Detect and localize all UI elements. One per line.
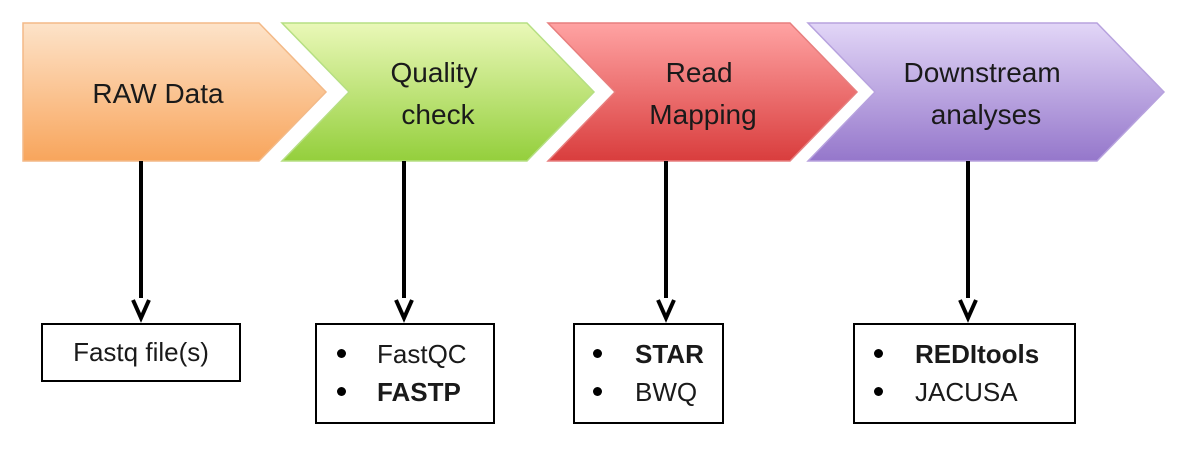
output-mapping-list: STAR BWQ: [575, 325, 722, 411]
list-item: FastQC: [317, 335, 493, 373]
bullet-icon: [337, 349, 346, 358]
output-quality-item-2: FASTP: [377, 377, 461, 407]
arrow-quality-to-output: [394, 161, 414, 323]
stage-quality-check-shape: [280, 22, 596, 162]
bullet-icon: [874, 387, 883, 396]
output-box-mapping: STAR BWQ: [573, 323, 724, 424]
svg-text:RAW Data: RAW Data: [92, 78, 224, 109]
list-item: REDItools: [855, 335, 1074, 373]
bullet-icon: [337, 387, 346, 396]
stage-downstream-analyses-label-line-1: Downstream: [904, 57, 1061, 88]
output-quality-item-1: FastQC: [377, 339, 467, 369]
arrow-downstream-head: [958, 299, 978, 323]
output-raw-text: Fastq file(s): [73, 337, 209, 367]
bullet-icon: [593, 387, 602, 396]
bullet-icon: [874, 349, 883, 358]
svg-text:Downstream analyses: Downstream analyses: [904, 57, 1069, 130]
stage-read-mapping-label-line-1: Read: [666, 57, 733, 88]
output-quality-list: FastQC FASTP: [317, 325, 493, 411]
stage-raw-data-label: RAW Data: [92, 78, 224, 109]
list-item: FASTP: [317, 373, 493, 411]
stage-downstream-analyses-label-line-2: analyses: [931, 99, 1042, 130]
svg-text:Read Mapping: Read Mapping: [649, 57, 756, 130]
stage-quality-check-label-line-2: check: [401, 99, 475, 130]
output-downstream-item-2: JACUSA: [915, 377, 1018, 407]
stage-quality-check: Quality check: [280, 22, 596, 162]
arrow-raw-head: [131, 299, 151, 323]
svg-text:Quality check: Quality check: [391, 57, 486, 130]
output-mapping-item-1: STAR: [635, 339, 704, 369]
stage-quality-check-label-line-1: Quality: [391, 57, 478, 88]
stage-raw-data-shape: [22, 22, 328, 162]
stage-raw-data: RAW Data: [22, 22, 328, 162]
stage-downstream-analyses-shape: [806, 22, 1166, 162]
output-downstream-list: REDItools JACUSA: [855, 325, 1074, 411]
output-mapping-item-2: BWQ: [635, 377, 698, 407]
arrow-mapping-head: [656, 299, 676, 323]
stage-downstream-analyses: Downstream analyses: [806, 22, 1166, 162]
arrow-mapping-to-output: [656, 161, 676, 323]
list-item: STAR: [575, 335, 722, 373]
stage-read-mapping: Read Mapping: [546, 22, 859, 162]
stage-read-mapping-label-line-2: Mapping: [649, 99, 756, 130]
output-box-raw: Fastq file(s): [41, 323, 241, 382]
output-box-quality: FastQC FASTP: [315, 323, 495, 424]
arrow-downstream-to-output: [958, 161, 978, 323]
stage-read-mapping-shape: [546, 22, 859, 162]
list-item: JACUSA: [855, 373, 1074, 411]
list-item: BWQ: [575, 373, 722, 411]
arrow-raw-to-output: [131, 161, 151, 323]
output-box-downstream: REDItools JACUSA: [853, 323, 1076, 424]
output-downstream-item-1: REDItools: [915, 339, 1040, 369]
arrow-quality-head: [394, 299, 414, 323]
bullet-icon: [593, 349, 602, 358]
